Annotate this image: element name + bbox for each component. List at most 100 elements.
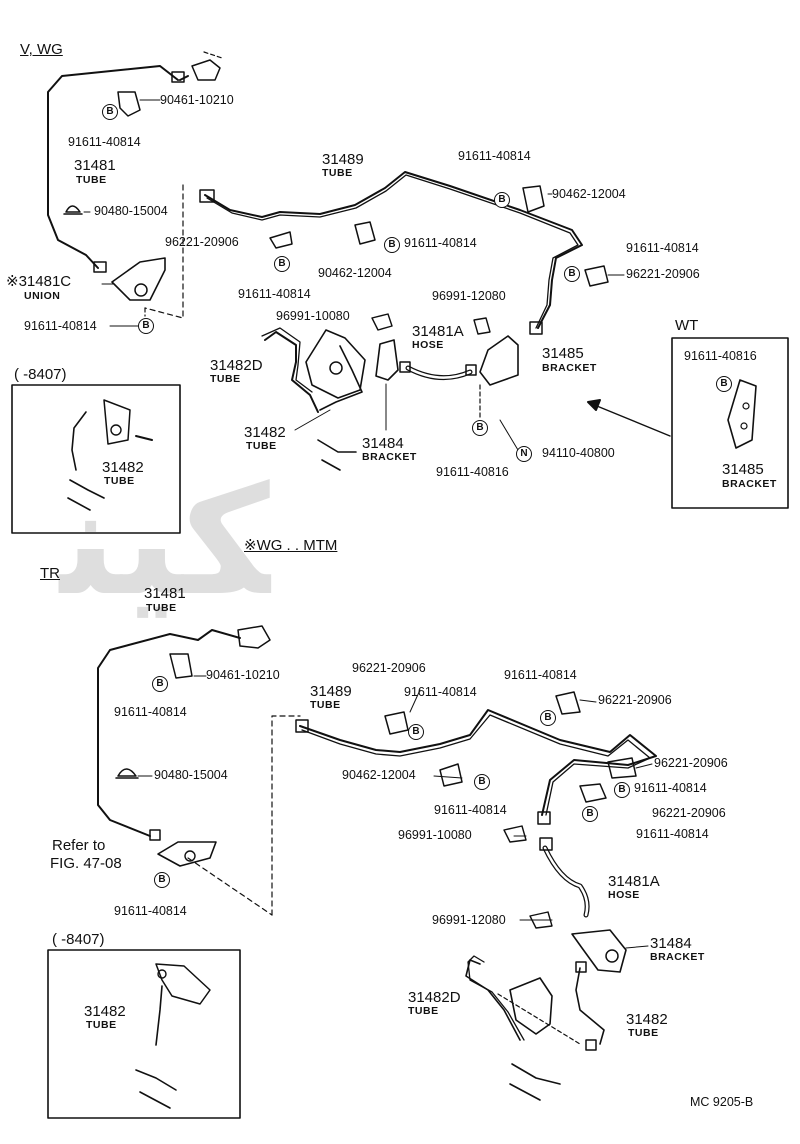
header-tr: TR bbox=[40, 565, 60, 582]
bolt-badge: B bbox=[274, 256, 290, 272]
tube-31481-lower bbox=[97, 629, 241, 837]
part-number: 91611-40814 bbox=[458, 149, 531, 163]
part-number: 96991-10080 bbox=[398, 828, 472, 842]
part-name: TUBE bbox=[246, 440, 277, 452]
part-number: 91611-40814 bbox=[114, 705, 187, 719]
part-name: TUBE bbox=[322, 167, 353, 179]
part-number: 91611-40814 bbox=[634, 781, 707, 795]
part-name: TUBE bbox=[104, 475, 135, 487]
part-number: 90461-10210 bbox=[206, 668, 280, 682]
clip-icon bbox=[579, 783, 607, 803]
nut-badge: N bbox=[516, 446, 532, 462]
bolt-badge: B bbox=[384, 237, 400, 253]
bolt-badge: B bbox=[564, 266, 580, 282]
part-name: HOSE bbox=[412, 339, 444, 351]
tube-31489-lower bbox=[299, 709, 657, 816]
connector-icon bbox=[191, 59, 221, 81]
clip-icon bbox=[354, 221, 376, 245]
part-number: 31485 bbox=[542, 345, 584, 362]
part-number: 31482D bbox=[408, 989, 461, 1006]
tube-31482d-upper bbox=[264, 331, 319, 413]
part-number: 91611-40814 bbox=[238, 287, 311, 301]
part-number: 91611-40814 bbox=[114, 904, 187, 918]
inset-box bbox=[47, 949, 241, 1119]
clip-icon bbox=[607, 757, 637, 779]
part-number: 91611-40814 bbox=[404, 685, 477, 699]
part-number: 31482 bbox=[244, 424, 286, 441]
part-number: 90480-15004 bbox=[154, 768, 228, 782]
bracket-31484-icon bbox=[571, 929, 627, 973]
bracket-31485-icon bbox=[479, 335, 519, 386]
part-number: 96991-10080 bbox=[276, 309, 350, 323]
grommet-icon bbox=[115, 768, 139, 779]
part-number: 94110-40800 bbox=[542, 446, 615, 460]
part-name: TUBE bbox=[628, 1027, 659, 1039]
inset-box bbox=[671, 337, 789, 509]
part-number: 91611-40816 bbox=[684, 349, 757, 363]
figure-code: MC 9205-B bbox=[690, 1095, 754, 1109]
header-wg-mtm: ※WG . . MTM bbox=[244, 537, 338, 554]
part-name: TUBE bbox=[146, 602, 177, 614]
part-name: BRACKET bbox=[722, 478, 777, 490]
part-name: TUBE bbox=[408, 1005, 439, 1017]
part-number: 31489 bbox=[310, 683, 352, 700]
caliper-icon bbox=[305, 329, 366, 399]
clip-icon bbox=[384, 711, 409, 735]
part-number: 31482 bbox=[626, 1011, 668, 1028]
small-clip-icon bbox=[529, 911, 553, 929]
part-name: TUBE bbox=[76, 174, 107, 186]
clamp-icon bbox=[169, 653, 193, 679]
union-bracket-icon bbox=[111, 257, 166, 301]
part-number: 96221-20906 bbox=[654, 756, 728, 770]
clip-icon bbox=[269, 231, 293, 249]
part-number: 31484 bbox=[650, 935, 692, 952]
part-number: 90461-10210 bbox=[160, 93, 234, 107]
clip-icon bbox=[555, 691, 581, 715]
range-label: ( -8407) bbox=[52, 931, 105, 948]
part-number: 91611-40814 bbox=[434, 803, 507, 817]
header-wt: WT bbox=[675, 317, 699, 334]
tube-31489-upper bbox=[204, 171, 583, 329]
part-number: 91611-40814 bbox=[636, 827, 709, 841]
part-number: 96221-20906 bbox=[352, 661, 426, 675]
part-number: 96221-20906 bbox=[165, 235, 239, 249]
part-number: 91611-40814 bbox=[24, 319, 97, 333]
part-number: 31481A bbox=[608, 873, 660, 890]
bolt-badge: B bbox=[154, 872, 170, 888]
part-name: BRACKET bbox=[650, 951, 705, 963]
part-name: TUBE bbox=[210, 373, 241, 385]
part-name: HOSE bbox=[608, 889, 640, 901]
part-number: 96221-20906 bbox=[652, 806, 726, 820]
part-name: BRACKET bbox=[542, 362, 597, 374]
part-number: 91611-40814 bbox=[504, 668, 577, 682]
refer-text: FIG. 47-08 bbox=[50, 855, 122, 872]
part-number: 96991-12080 bbox=[432, 913, 506, 927]
clip-icon bbox=[522, 185, 545, 213]
part-number: 31482D bbox=[210, 357, 263, 374]
bolt-badge: B bbox=[614, 782, 630, 798]
part-number: 90462-12004 bbox=[342, 768, 416, 782]
bolt-badge: B bbox=[102, 104, 118, 120]
tube-31481-upper bbox=[47, 65, 179, 269]
bolt-badge: B bbox=[474, 774, 490, 790]
part-number: 91611-40814 bbox=[404, 236, 477, 250]
part-number: 31485 bbox=[722, 461, 764, 478]
part-number: 31482 bbox=[102, 459, 144, 476]
bolt-badge: B bbox=[472, 420, 488, 436]
part-number: ※31481C bbox=[6, 273, 72, 290]
part-name: TUBE bbox=[86, 1019, 117, 1031]
clip-icon bbox=[584, 265, 609, 287]
clamp-icon bbox=[117, 91, 141, 117]
part-number: 96991-12080 bbox=[432, 289, 506, 303]
bolt-badge: B bbox=[408, 724, 424, 740]
fitting-icon bbox=[171, 71, 185, 83]
small-clip-icon bbox=[503, 825, 527, 843]
watermark-logo: ﻜﻴﻨ bbox=[60, 455, 276, 629]
part-number: 31482 bbox=[84, 1003, 126, 1020]
part-name: TUBE bbox=[310, 699, 341, 711]
part-name: UNION bbox=[24, 290, 61, 302]
bolt-badge: B bbox=[540, 710, 556, 726]
small-clip-icon bbox=[371, 313, 393, 331]
